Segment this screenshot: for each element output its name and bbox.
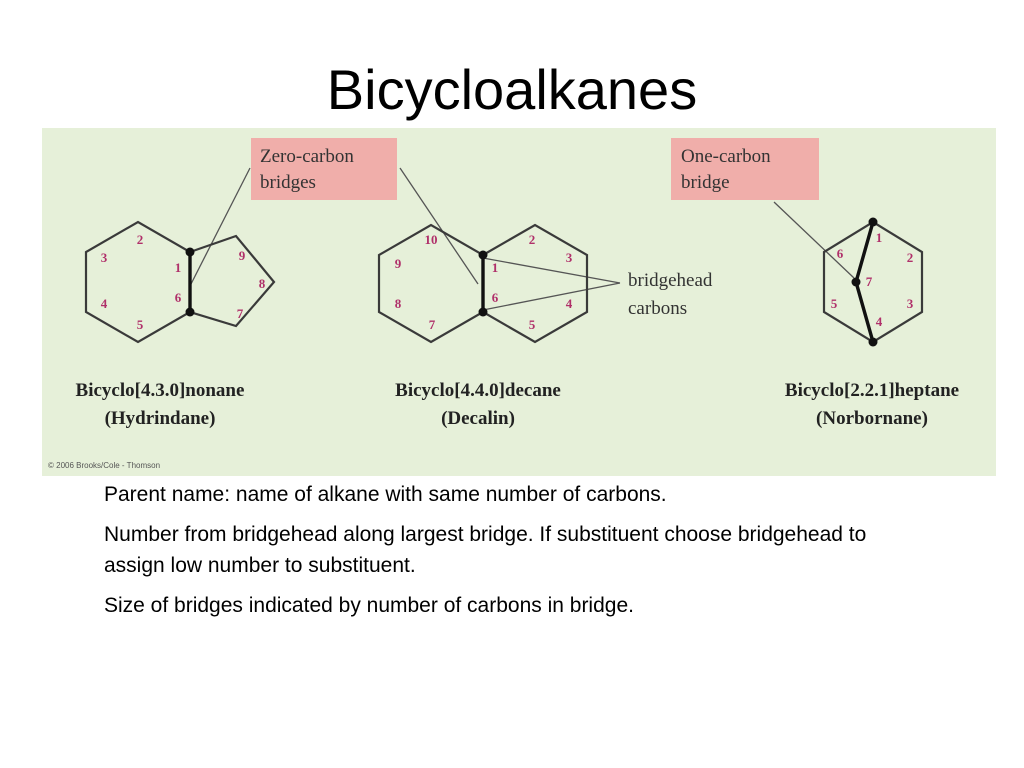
decalin-atom-10: 10 [425, 232, 438, 247]
norbornane-atom-2: 2 [907, 250, 914, 265]
callout-bridgehead-line2: carbons [628, 298, 687, 319]
decalin-atom-3: 3 [566, 250, 573, 265]
norbornane-common-name: (Norbornane) [816, 408, 928, 429]
bullet-list: Parent name: name of alkane with same nu… [104, 480, 924, 632]
norbornane-atom-5: 5 [831, 296, 838, 311]
hydrindane-atom-4: 4 [101, 296, 108, 311]
callout-one-carbon-line1: One-carbon [681, 146, 771, 167]
bullet-numbering: Number from bridgehead along largest bri… [104, 523, 867, 577]
leader-one-carbon [773, 201, 855, 279]
norbornane-atom-3: 3 [907, 296, 914, 311]
hydrindane-name: Bicyclo[4.3.0]nonane [76, 380, 245, 401]
callout-bridgehead-line1: bridgehead [628, 270, 713, 291]
molecule-norbornane: 1 2 3 4 5 6 7 [822, 217, 924, 347]
bullet-bridge-size: Size of bridges indicated by number of c… [104, 594, 634, 618]
hydrindane-bridgehead-bottom [185, 307, 195, 317]
hydrindane-common-name: (Hydrindane) [105, 408, 216, 429]
copyright-note: © 2006 Brooks/Cole - Thomson [48, 461, 160, 470]
decalin-name: Bicyclo[4.4.0]decane [395, 380, 561, 401]
norbornane-atom-1: 1 [876, 230, 883, 245]
callout-zero-carbon-box [251, 138, 397, 200]
decalin-bridgehead-bottom [478, 307, 488, 317]
decalin-common-name: (Decalin) [441, 408, 515, 429]
molecule-decalin: 1 2 3 4 5 6 7 8 9 10 [377, 223, 589, 344]
decalin-atom-8: 8 [395, 296, 402, 311]
bicycloalkane-figure: Zero-carbon bridges One-carbon bridge br… [42, 128, 996, 476]
molecule-names: Bicyclo[4.3.0]nonane (Hydrindane) Bicycl… [76, 380, 960, 429]
bicycloalkane-diagram: Zero-carbon bridges One-carbon bridge br… [42, 128, 996, 476]
hydrindane-atom-8: 8 [259, 276, 266, 291]
decalin-atom-4: 4 [566, 296, 573, 311]
decalin-atom-7: 7 [429, 317, 436, 332]
hydrindane-atom-7: 7 [237, 306, 244, 321]
hydrindane-atom-5: 5 [137, 317, 144, 332]
molecule-hydrindane: 1 2 3 4 5 6 7 8 9 [84, 220, 276, 344]
norbornane-atom-7: 7 [866, 274, 873, 289]
hydrindane-bridgehead-top [185, 247, 195, 257]
leader-zero-carbon-1 [189, 167, 251, 287]
hydrindane-atom-9: 9 [239, 248, 246, 263]
leader-bridgehead-2 [482, 282, 621, 311]
callout-bridgehead: bridgehead carbons [628, 270, 713, 319]
norbornane-bridgehead-bottom [868, 337, 878, 347]
leader-lines [189, 167, 855, 311]
norbornane-atom-4: 4 [876, 314, 883, 329]
callout-one-carbon-line2: bridge [681, 172, 730, 193]
callout-one-carbon: One-carbon bridge [671, 138, 819, 200]
hydrindane-atom-2: 2 [137, 232, 144, 247]
leader-bridgehead-1 [482, 257, 621, 284]
norbornane-name: Bicyclo[2.2.1]heptane [785, 380, 959, 401]
norbornane-atom-6: 6 [837, 246, 844, 261]
decalin-atom-2: 2 [529, 232, 536, 247]
bullet-parent-name: Parent name: name of alkane with same nu… [104, 483, 667, 506]
decalin-atom-5: 5 [529, 317, 536, 332]
norbornane-bridge-carbon [851, 277, 861, 287]
slide-title: Bicycloalkanes [326, 58, 698, 121]
leader-zero-carbon-2 [399, 167, 479, 285]
callout-one-carbon-box [671, 138, 819, 200]
hydrindane-atom-3: 3 [101, 250, 108, 265]
callout-zero-carbon-line2: bridges [260, 172, 316, 193]
decalin-atom-9: 9 [395, 256, 402, 271]
decalin-bridgehead-top [478, 250, 488, 260]
callout-zero-carbon-line1: Zero-carbon [260, 146, 354, 167]
callout-zero-carbon: Zero-carbon bridges [251, 138, 397, 200]
hydrindane-atom-1: 1 [175, 260, 182, 275]
hydrindane-atom-6: 6 [175, 290, 182, 305]
decalin-atom-1: 1 [492, 260, 499, 275]
figure-background [42, 128, 996, 476]
norbornane-bridgehead-top [868, 217, 878, 227]
decalin-atom-6: 6 [492, 290, 499, 305]
